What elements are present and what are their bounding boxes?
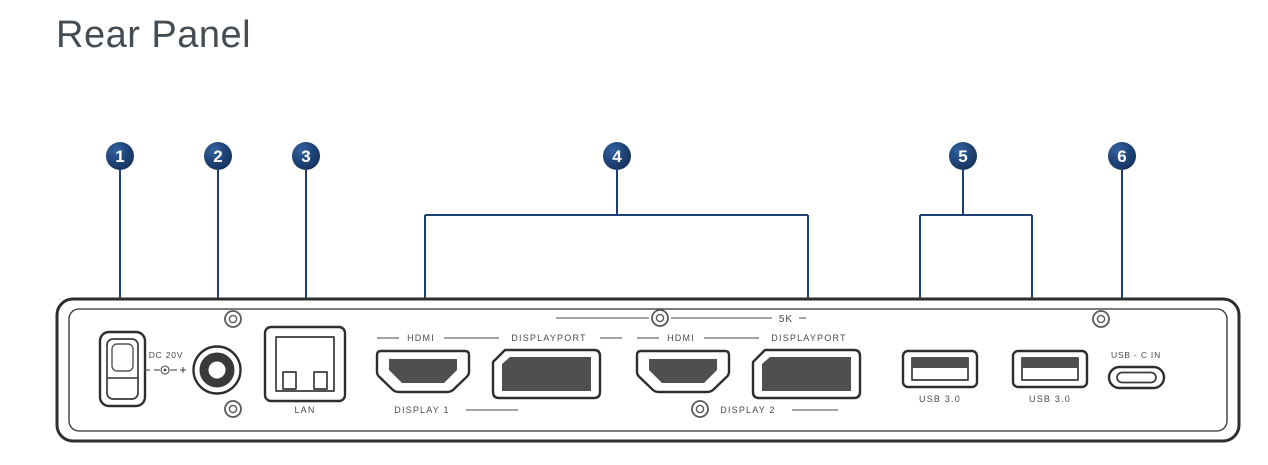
callout-number-3: 3 bbox=[301, 147, 310, 166]
badge-circle-6 bbox=[1108, 142, 1136, 170]
callout-number-6: 6 bbox=[1117, 147, 1126, 166]
panel-inner-outline bbox=[68, 308, 1228, 432]
page-title: Rear Panel bbox=[56, 14, 252, 56]
badge-circle-2 bbox=[204, 142, 232, 170]
displayport-label-1: DISPLAYPORT bbox=[511, 333, 586, 343]
resolution-annotation: 5K bbox=[556, 314, 806, 325]
badge-circle-1 bbox=[106, 142, 134, 170]
lan-port: LAN bbox=[263, 325, 347, 415]
screw-icon bbox=[691, 400, 709, 418]
polarity-icon bbox=[144, 365, 186, 375]
callout-badge-3: 3 bbox=[292, 142, 320, 170]
usb-label-2: USB 3.0 bbox=[1029, 394, 1071, 404]
display-2-label: DISPLAY 2 bbox=[720, 405, 776, 415]
power-switch-rocker bbox=[111, 343, 134, 372]
usbc-port: USB - C IN bbox=[1107, 350, 1166, 390]
power-switch bbox=[98, 330, 147, 408]
dc-jack-barrel bbox=[199, 352, 235, 388]
callout-badge-6: 6 bbox=[1108, 142, 1136, 170]
callout-badge-4: 4 bbox=[603, 142, 631, 170]
dock-panel: DC 20V LAN bbox=[55, 297, 1241, 443]
badge-circle-3 bbox=[292, 142, 320, 170]
hdmi-port-2 bbox=[635, 349, 731, 394]
screw-icon bbox=[224, 310, 242, 328]
callout-line-5 bbox=[919, 170, 1033, 322]
screw-icon bbox=[651, 309, 669, 327]
lan-pin-block-right bbox=[313, 371, 328, 390]
callout-number-1: 1 bbox=[115, 147, 124, 166]
callout-badge-2: 2 bbox=[204, 142, 232, 170]
callout-number-5: 5 bbox=[958, 147, 967, 166]
displayport-port-2 bbox=[751, 348, 862, 400]
usbc-port-slot bbox=[1116, 371, 1157, 384]
display-group-2: HDMI DISPLAYPORT DISPLAY 2 bbox=[635, 333, 862, 415]
resolution-label: 5K bbox=[779, 314, 793, 325]
callout-badge-1: 1 bbox=[106, 142, 134, 170]
lan-label: LAN bbox=[294, 405, 315, 415]
usb-a-port-2 bbox=[1011, 349, 1089, 389]
usb-a-port-1 bbox=[901, 349, 979, 389]
usbc-label: USB - C IN bbox=[1111, 350, 1161, 360]
callout-line-4 bbox=[424, 170, 809, 322]
callout-number-2: 2 bbox=[213, 147, 222, 166]
dc-power-jack: DC 20V bbox=[144, 345, 242, 395]
displayport-label-2: DISPLAYPORT bbox=[771, 333, 846, 343]
lan-pin-block-left bbox=[282, 371, 297, 390]
displayport-port-1 bbox=[491, 348, 602, 400]
usb-label-1: USB 3.0 bbox=[919, 394, 961, 404]
callout-badge-5: 5 bbox=[949, 142, 977, 170]
badge-circle-4 bbox=[603, 142, 631, 170]
callout-number-4: 4 bbox=[612, 147, 622, 166]
usb-port-1: USB 3.0 bbox=[901, 349, 979, 404]
hdmi-port-1 bbox=[375, 349, 471, 394]
screw-icon bbox=[224, 400, 242, 418]
badge-circle-5 bbox=[949, 142, 977, 170]
display-1-label: DISPLAY 1 bbox=[394, 405, 450, 415]
screw-icon bbox=[1092, 310, 1110, 328]
hdmi-label-2: HDMI bbox=[667, 333, 695, 343]
hdmi-label-1: HDMI bbox=[407, 333, 435, 343]
dc-power-label: DC 20V bbox=[149, 350, 184, 360]
display-group-1: HDMI DISPLAYPORT DISPLAY 1 bbox=[375, 333, 622, 415]
usb-port-2: USB 3.0 bbox=[1011, 349, 1089, 404]
